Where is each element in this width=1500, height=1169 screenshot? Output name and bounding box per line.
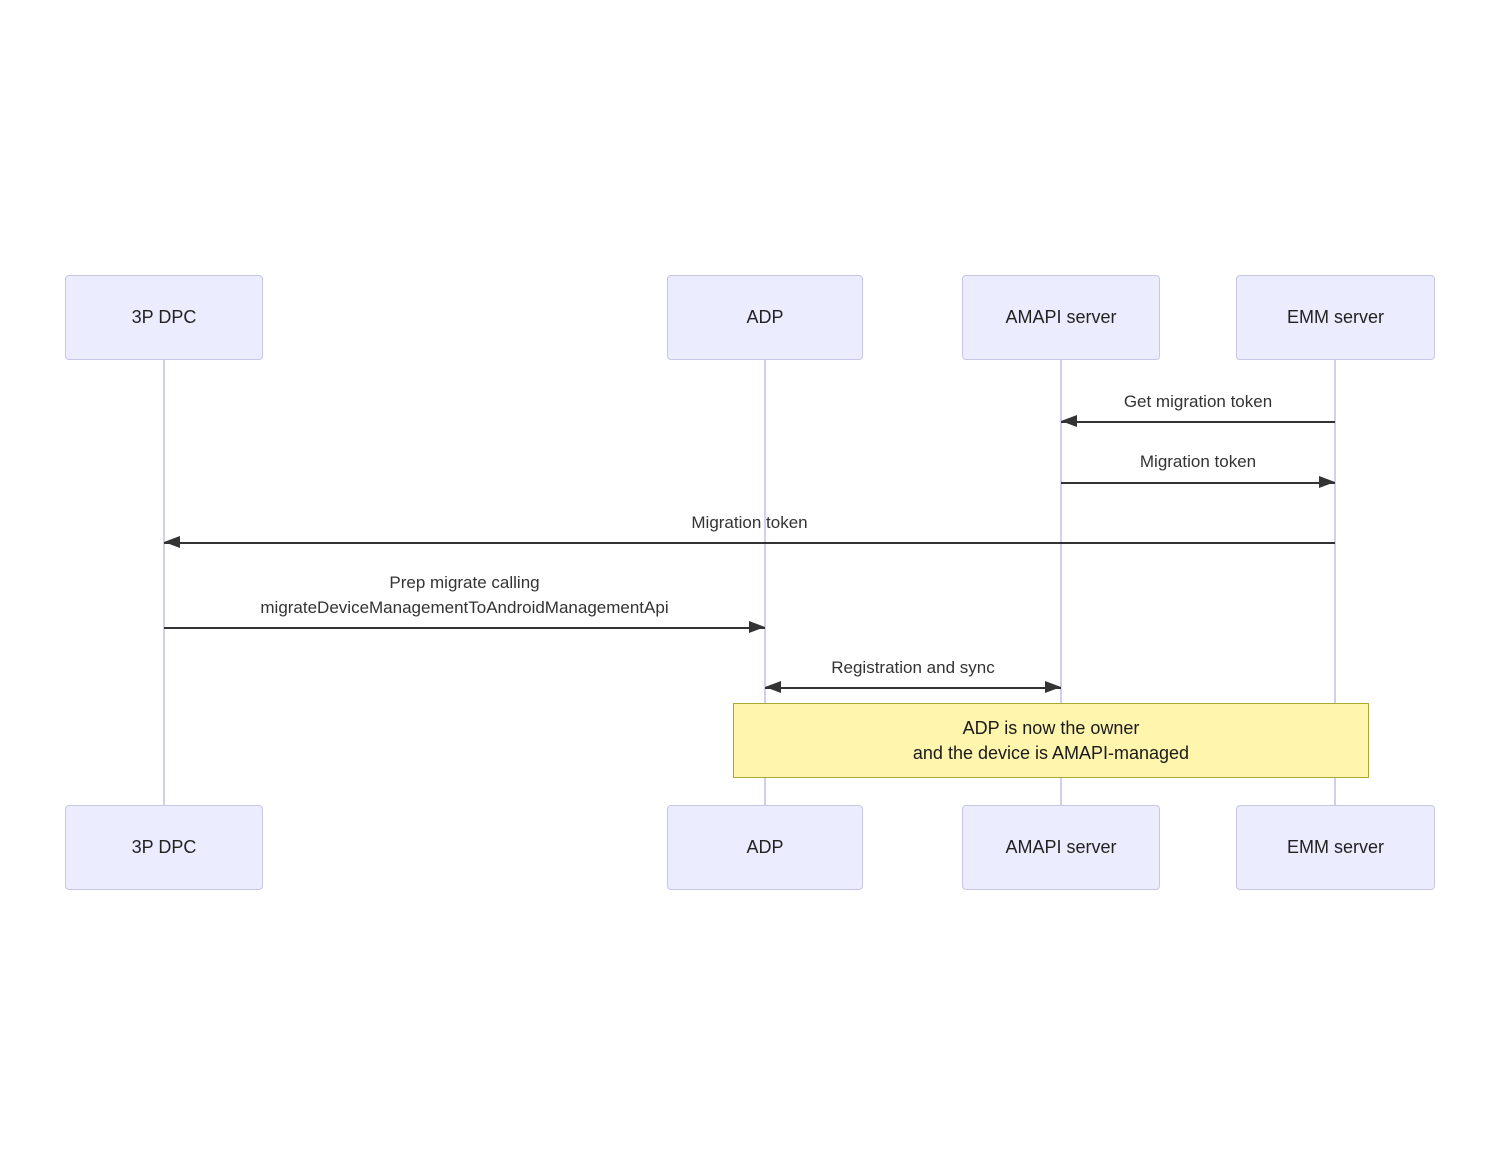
actor-label: AMAPI server — [1005, 307, 1117, 327]
lifeline-3p-dpc — [163, 360, 165, 805]
message-label-line2: migrateDeviceManagementToAndroidManageme… — [260, 598, 669, 617]
actor-label: AMAPI server — [1005, 837, 1117, 857]
actor-top-3p-dpc: 3P DPC — [65, 275, 263, 360]
message-label-line1: Prep migrate calling — [389, 573, 540, 592]
actor-label: EMM server — [1286, 837, 1384, 857]
message-label-migration-token-to-emm: Migration token — [1139, 452, 1257, 471]
message-arrow-left-icon — [1061, 415, 1335, 427]
actor-top-emm-server: EMM server — [1236, 275, 1435, 360]
message-arrow-left-icon — [164, 536, 1335, 548]
actor-top-amapi-server: AMAPI server — [962, 275, 1160, 360]
lifeline-emm-server — [1334, 360, 1336, 805]
actor-label: 3P DPC — [131, 837, 197, 857]
message-arrow-right-icon — [1061, 476, 1335, 488]
lifeline-amapi-server — [1060, 360, 1062, 805]
actor-bottom-adp: ADP — [667, 805, 863, 890]
message-label-prep-migrate: Prep migrate calling migrateDeviceManage… — [164, 570, 765, 620]
actor-bottom-amapi-server: AMAPI server — [962, 805, 1160, 890]
actor-label: ADP — [746, 307, 784, 327]
message-label-get-migration-token: Get migration token — [1123, 392, 1273, 411]
actor-label: EMM server — [1286, 307, 1384, 327]
actor-label: ADP — [746, 837, 784, 857]
message-arrow-right-icon — [164, 621, 765, 633]
actor-label: 3P DPC — [131, 307, 197, 327]
actor-bottom-emm-server: EMM server — [1236, 805, 1435, 890]
note-line2: and the device is AMAPI-managed — [912, 742, 1190, 763]
note-line1: ADP is now the owner — [962, 717, 1140, 738]
actor-top-adp: ADP — [667, 275, 863, 360]
actor-bottom-3p-dpc: 3P DPC — [65, 805, 263, 890]
message-label-registration-and-sync: Registration and sync — [831, 658, 995, 677]
message-arrow-bidirectional-icon — [765, 681, 1061, 693]
lifeline-adp — [764, 360, 766, 805]
note-adp-owner: ADP is now the owner and the device is A… — [733, 703, 1369, 778]
message-label-migration-token-to-dpc: Migration token — [691, 513, 808, 532]
